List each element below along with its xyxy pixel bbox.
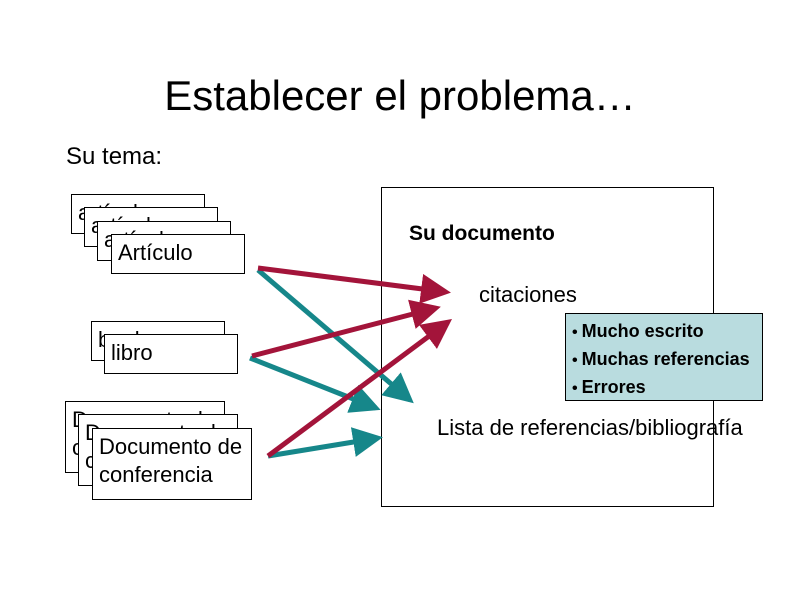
issue-item: Muchas referencias [572, 346, 758, 374]
citation-arrow [251, 299, 441, 359]
slide-title: Establecer el problema… [164, 72, 636, 119]
citations-label: citaciones [479, 282, 577, 307]
document-title: Su documento [409, 222, 555, 245]
citation-arrow [257, 265, 451, 304]
reference-arrow [267, 427, 383, 459]
issues-callout: Mucho escrito Muchas referencias Errores [565, 313, 763, 401]
conference-card-front: Documento de conferencia [92, 428, 252, 500]
reference-arrow [249, 355, 381, 413]
issue-item: Errores [572, 374, 758, 402]
issue-item: Mucho escrito [572, 318, 758, 346]
references-label: Lista de referencias/bibliografía [437, 415, 743, 440]
citation-arrow [266, 319, 453, 459]
article-card-front: Artículo [111, 234, 245, 274]
topic-label: Su tema: [66, 143, 163, 170]
book-card-front: libro [104, 334, 238, 374]
